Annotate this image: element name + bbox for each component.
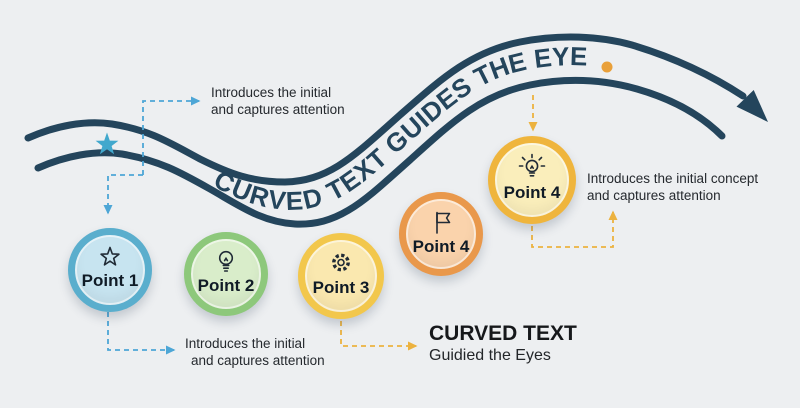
gear-icon (332, 253, 350, 272)
connector-point1-to-bottomleft-note (107, 312, 176, 355)
wave-upper-line (24, 33, 747, 186)
lightbulb-icon (218, 250, 234, 272)
dot-icon (601, 61, 613, 73)
star-icon (100, 246, 120, 266)
callout-curved-text: CURVED TEXT Guidied the Eyes (429, 322, 577, 365)
note-line: Introduces the initial (185, 336, 306, 351)
note-top-left: Introduces the initial and captures atte… (211, 85, 345, 118)
lightbulb-shine-icon (518, 153, 546, 177)
point-circle-1: Point 1 (68, 228, 152, 312)
point-circle-5: Point 4 (488, 136, 576, 224)
point-circle-4: Point 4 (399, 192, 483, 276)
note-line: and captures attention (587, 187, 721, 203)
callout-title: CURVED TEXT (429, 322, 577, 345)
star-icon (95, 132, 119, 155)
note-line: and captures attention (211, 101, 345, 117)
note-line: Introduces the initial (211, 85, 332, 100)
connector-point4-to-right-note (531, 210, 618, 248)
note-right: Introduces the initial concept and captu… (587, 171, 758, 204)
point-label: Point 3 (312, 278, 370, 297)
wave-lower-line (34, 76, 726, 228)
note-line: Introduces the initial concept (587, 171, 759, 186)
callout-subtitle: Guidied the Eyes (429, 347, 551, 364)
connector-point3-to-callout (340, 321, 418, 351)
connector-wave-to-topleft-note (142, 96, 201, 175)
point-label: Point 1 (81, 271, 139, 290)
note-bottom-left: Introduces the initial and captures atte… (185, 336, 325, 369)
connector-wave-to-point1 (103, 174, 143, 215)
note-line: and captures attention (191, 352, 325, 368)
wave-arrowhead-icon (736, 90, 768, 122)
point-label: Point 4 (412, 237, 470, 256)
point-circle-3: Point 3 (298, 233, 384, 319)
flag-icon (436, 211, 451, 234)
point-label: Point 4 (503, 183, 561, 202)
point-circle-2: Point 2 (184, 232, 268, 316)
point-label: Point 2 (197, 276, 255, 295)
